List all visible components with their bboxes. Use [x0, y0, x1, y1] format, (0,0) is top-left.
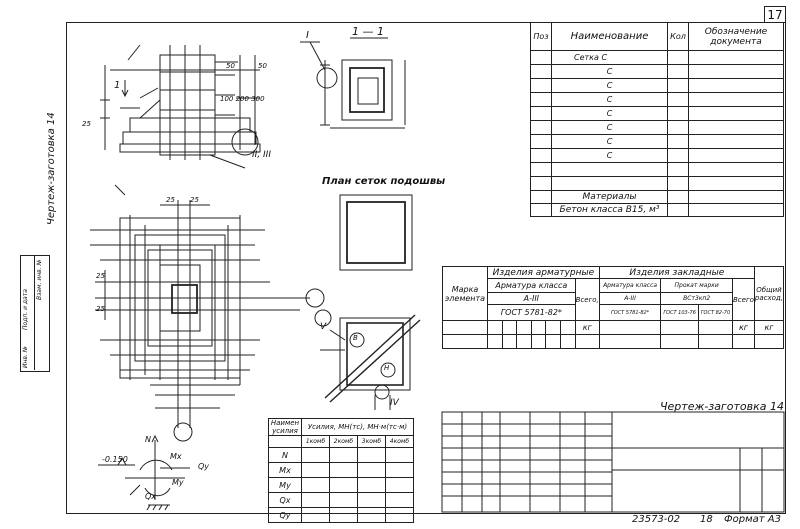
specification-table: Поз Наименование Кол Обозначение докумен…	[530, 22, 784, 217]
load-row-Qx: Qx	[268, 492, 302, 508]
force-Qx: Qx	[145, 492, 157, 501]
circle-label-H: Н	[384, 364, 390, 372]
steel-embed-group: Изделия закладные	[598, 266, 755, 279]
steel-rebar-class-header: Арматура класса	[487, 278, 576, 293]
spec-row: С	[551, 120, 668, 135]
spec-header-pos: Поз	[530, 22, 552, 51]
label-IV: IV	[390, 398, 399, 408]
spec-materials: Материалы	[551, 190, 668, 204]
level-mark: -0.150	[102, 455, 128, 464]
spec-row: С	[551, 78, 668, 93]
steel-rebar-gost: ГОСТ 5781-82*	[487, 304, 576, 321]
plan-dim-3: 25	[96, 272, 105, 280]
label-II-III: II, III	[252, 150, 271, 160]
circle-label-B: В	[353, 334, 358, 342]
steel-mark: Марка элемента	[442, 266, 488, 321]
steel-embed-profile: Прокат марки	[660, 278, 733, 293]
load-combo-1: 1комб	[301, 435, 330, 448]
steel-total-sum: Всего	[732, 278, 755, 321]
drawing-code: 23573-02	[632, 514, 681, 525]
load-row-N: N	[268, 447, 302, 463]
spec-row: Сетка С	[551, 50, 668, 65]
spec-row: С	[551, 92, 668, 107]
spec-concrete: Бетон класса В15, м³	[551, 203, 668, 217]
steel-unit: кг	[753, 320, 785, 335]
plan-title: План сеток подошвы	[322, 176, 446, 187]
steel-total: Всего,	[574, 278, 600, 321]
steel-unit: кг	[732, 320, 755, 335]
load-table: Наимен усилия Усилия, МН(тс), МН·м(тс·м)…	[268, 418, 415, 523]
title-block-caption: Чертеж-заготовка 14	[660, 400, 784, 413]
label-V: V	[320, 322, 327, 332]
load-combo-2: 2комб	[328, 435, 358, 448]
title-block-lines	[441, 411, 785, 513]
plan-dim-1: 25	[166, 196, 175, 204]
dim-vertical: 100 200 300	[220, 95, 265, 103]
force-N: N	[145, 435, 151, 444]
load-header-name: Наимен усилия	[268, 418, 302, 436]
load-header-forces: Усилия, МН(тс), МН·м(тс·м)	[301, 418, 414, 436]
label-section-1-1: 1 — 1	[352, 25, 384, 38]
steel-unit: кг	[574, 320, 600, 335]
spec-row: С	[551, 106, 668, 121]
dim-25-left: 25	[82, 120, 91, 128]
steel-embed-profile-mark: ВСт3кп2	[660, 292, 733, 305]
drawing-frame	[66, 22, 786, 514]
label-1: 1	[114, 80, 121, 91]
label-I: I	[306, 30, 309, 41]
sheet-number: 17	[767, 8, 783, 22]
sheet-number-box: 17	[764, 6, 786, 23]
dim-50b: 50	[258, 62, 267, 70]
load-combo-3: 3комб	[356, 435, 386, 448]
steel-gost2: ГОСТ 103-76	[660, 304, 699, 321]
steel-embed-rebar: Арматура класса	[598, 278, 662, 293]
spec-row: С	[551, 64, 668, 79]
spec-row: С	[551, 148, 668, 163]
plan-dim-2: 25	[190, 196, 199, 204]
load-row-Qy: Qy	[268, 507, 302, 523]
mesh-plan	[339, 194, 413, 271]
force-Qy: Qy	[198, 462, 210, 471]
steel-table: Марка элемента Изделия арматурные Издели…	[442, 266, 785, 349]
steel-embed-rebar-class: А-III	[598, 292, 662, 305]
section-1-1	[300, 37, 406, 129]
foundation-elevation	[100, 44, 261, 169]
node-detail	[314, 309, 421, 410]
spec-row	[551, 176, 668, 191]
spec-row: С	[551, 134, 668, 149]
page-number: 18	[700, 514, 713, 525]
plan-dim-4: 25	[96, 305, 105, 313]
load-combo-4: 4комб	[384, 435, 415, 448]
dim-50a: 50	[226, 62, 235, 70]
spec-header-doc: Обозначение документа	[688, 22, 784, 51]
load-row-Mx: Mx	[268, 462, 302, 478]
spec-header-name: Наименование	[551, 22, 668, 51]
foundation-plan	[90, 184, 325, 442]
left-strip-lower	[20, 255, 50, 372]
force-Mx: Mx	[170, 452, 182, 461]
spec-row	[551, 162, 668, 177]
steel-rebar-class: А-III	[487, 292, 576, 305]
force-My: My	[172, 478, 184, 487]
steel-gost3: ГОСТ 82-70	[697, 304, 734, 321]
steel-overall: Общий расход,	[753, 266, 785, 321]
steel-rebar-group: Изделия арматурные	[487, 266, 600, 279]
spec-header-qty: Кол	[667, 22, 689, 51]
format-label: Формат A3	[724, 514, 781, 525]
load-row-My: My	[268, 477, 302, 493]
steel-gost1: ГОСТ 5781-82*	[598, 304, 662, 321]
load-sketch	[98, 434, 190, 511]
